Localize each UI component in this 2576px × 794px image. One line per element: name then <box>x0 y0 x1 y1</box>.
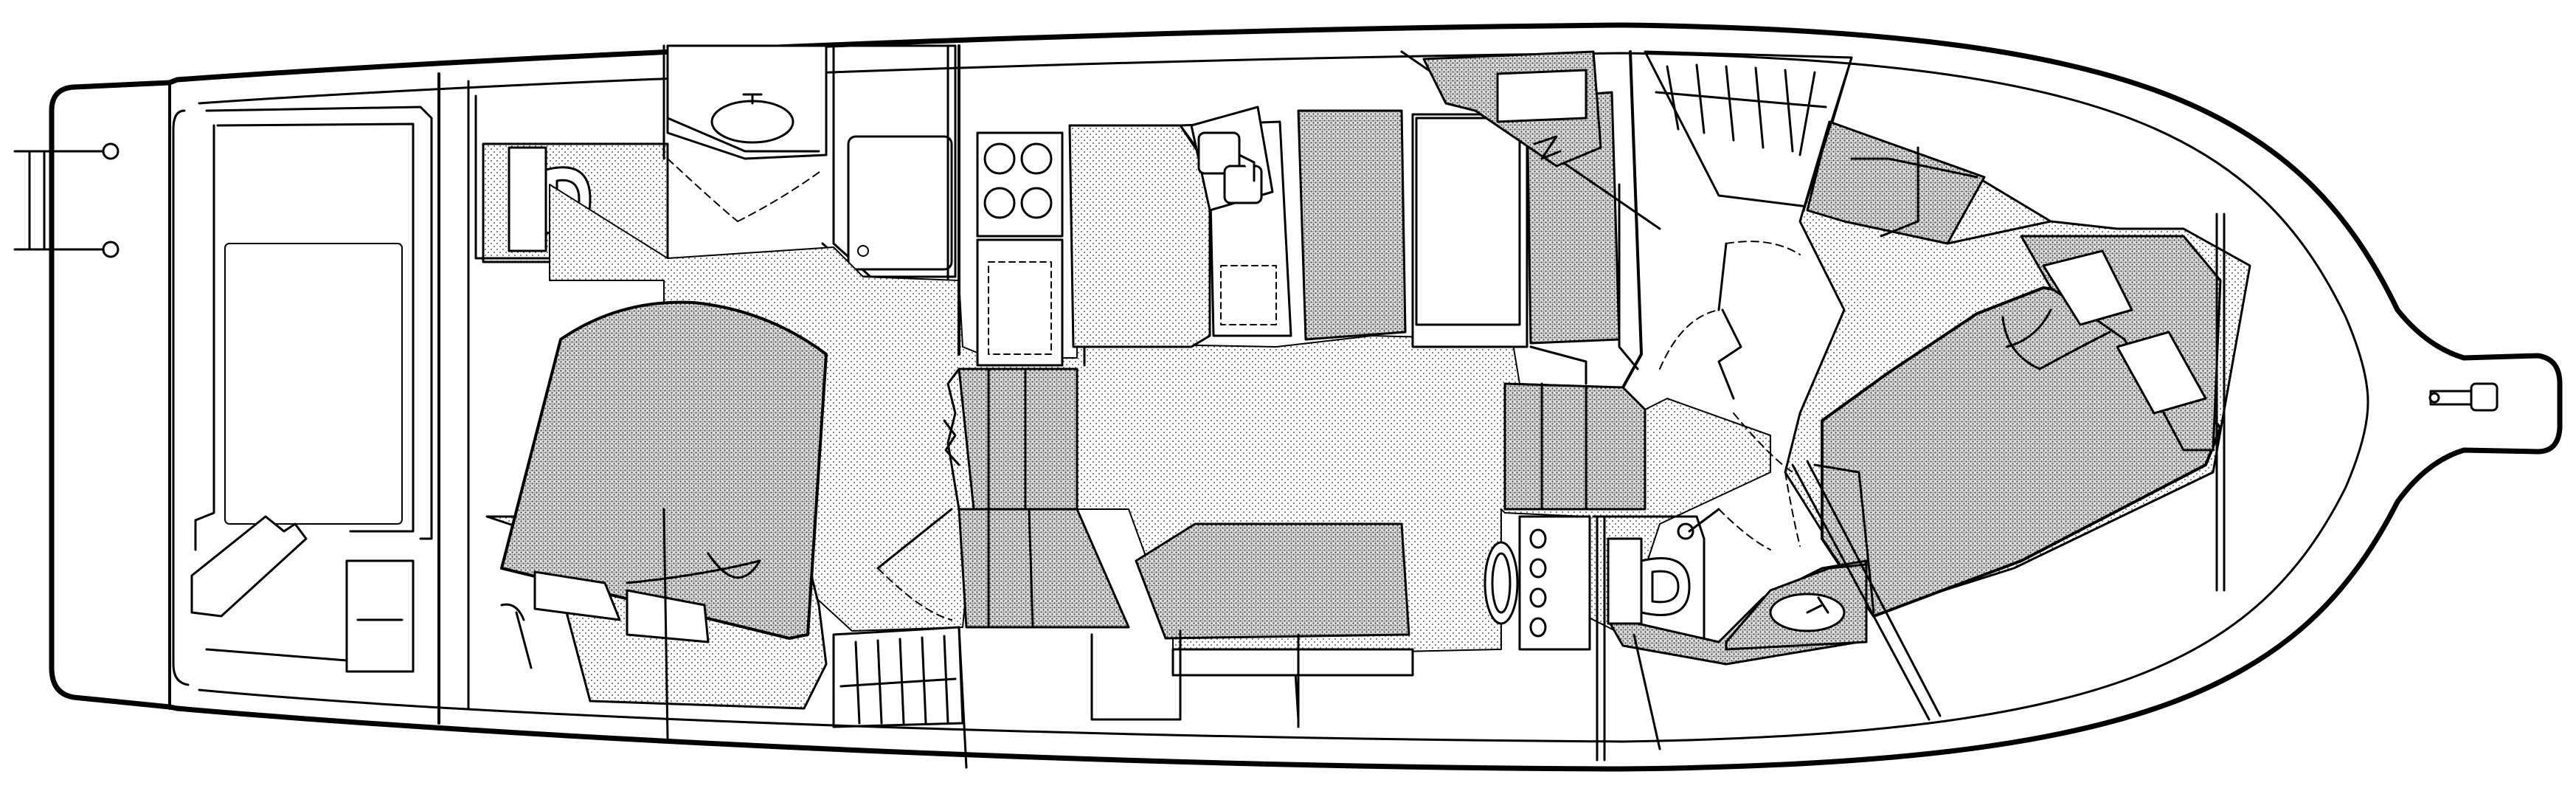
sink-icon <box>1190 106 1274 212</box>
companionway-lower <box>958 508 1130 629</box>
forward-vanity <box>1725 563 1868 651</box>
double-berth-icon <box>500 300 828 640</box>
anchor-roller-icon <box>2428 382 2499 412</box>
shower-icon <box>847 135 953 271</box>
swim-ladder-icon <box>13 142 120 258</box>
stove-icon <box>983 142 1053 219</box>
pillow-icon <box>2042 249 2207 415</box>
table-icon <box>1483 515 1591 651</box>
aft-stateroom <box>485 300 828 710</box>
stairs-icon <box>958 367 1078 511</box>
bow-pulpit <box>2215 213 2499 592</box>
storage-locker <box>832 626 964 728</box>
doors <box>876 242 1742 570</box>
sink-icon <box>1769 593 1846 632</box>
transom-edge <box>172 109 190 686</box>
salon <box>1297 91 1639 385</box>
forward-steps <box>1503 382 1647 511</box>
galley-sink <box>1068 106 1292 348</box>
gunwale-inner <box>198 52 2369 743</box>
cockpit <box>190 106 433 673</box>
forward-bulkhead <box>1621 50 1643 389</box>
cockpit-hatch-icon <box>224 243 403 525</box>
dinette <box>1090 515 1591 721</box>
settee-icon <box>1411 113 1528 348</box>
toilet-icon <box>1607 522 1694 625</box>
hanging-locker <box>1644 50 1853 208</box>
aft-vanity <box>666 44 828 160</box>
pillow-icon <box>533 570 710 643</box>
sink-icon <box>710 93 794 144</box>
door-swings <box>667 158 1801 621</box>
forward-stateroom <box>1784 120 2251 618</box>
